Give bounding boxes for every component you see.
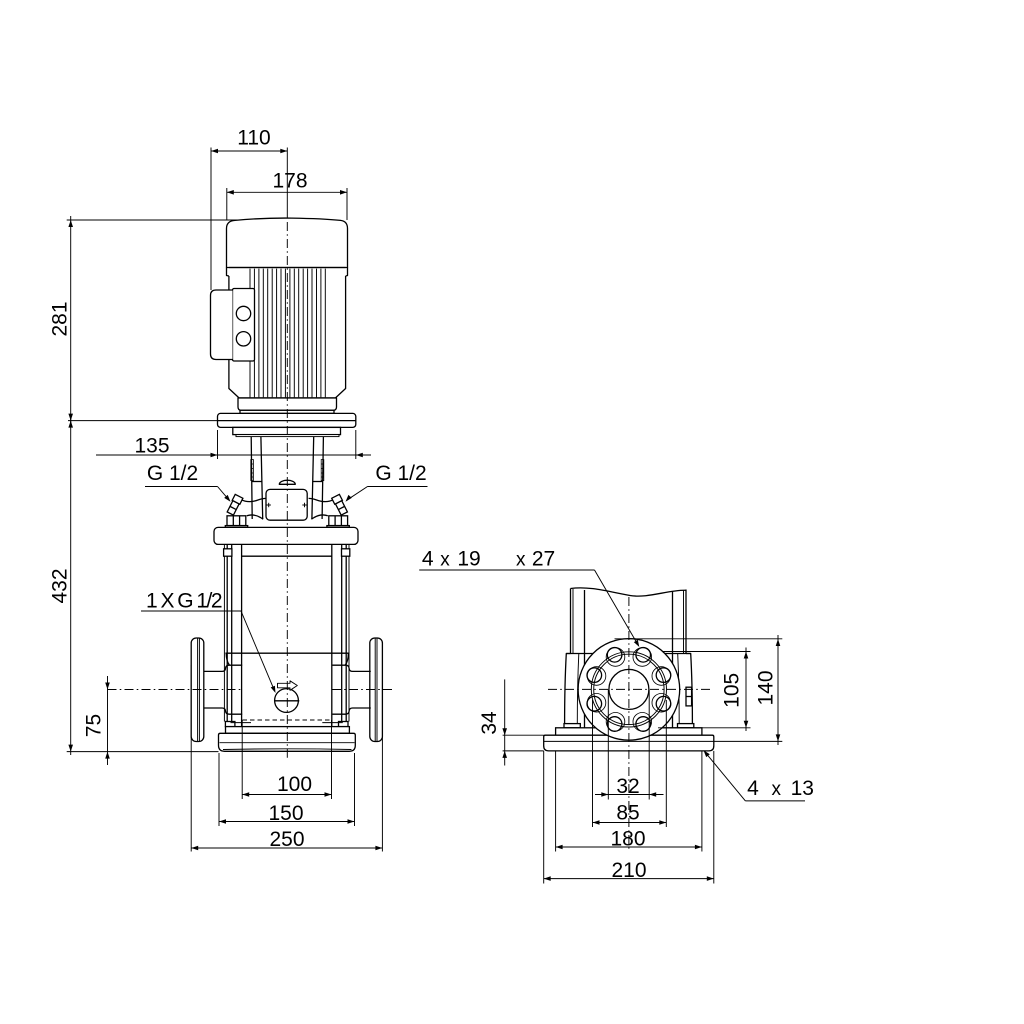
svg-text:100: 100: [277, 773, 312, 796]
svg-text:140: 140: [754, 670, 777, 705]
svg-text:G 1/2: G 1/2: [375, 462, 426, 485]
svg-text:180: 180: [610, 828, 645, 851]
svg-text:85: 85: [616, 802, 639, 825]
svg-text:G 1/2: G 1/2: [147, 462, 198, 485]
svg-text:4: 4: [422, 548, 434, 571]
svg-text:13: 13: [791, 777, 814, 800]
svg-text:19: 19: [457, 548, 480, 571]
svg-text:135: 135: [134, 435, 169, 458]
svg-text:x: x: [440, 550, 450, 571]
svg-text:110: 110: [237, 127, 270, 150]
svg-text:250: 250: [269, 828, 304, 851]
svg-text:27: 27: [532, 548, 555, 571]
svg-text:x: x: [516, 550, 526, 571]
svg-text:75: 75: [83, 714, 106, 737]
svg-text:210: 210: [611, 859, 646, 882]
svg-text:4: 4: [747, 777, 759, 800]
svg-text:432: 432: [49, 568, 72, 603]
svg-text:178: 178: [272, 170, 307, 193]
svg-text:34: 34: [478, 711, 501, 735]
svg-text:150: 150: [268, 802, 303, 825]
svg-text:105: 105: [720, 673, 743, 708]
svg-text:281: 281: [49, 301, 72, 336]
svg-text:x: x: [772, 779, 782, 800]
svg-text:32: 32: [616, 775, 639, 798]
svg-text:1 X G 1/2: 1 X G 1/2: [146, 590, 223, 613]
